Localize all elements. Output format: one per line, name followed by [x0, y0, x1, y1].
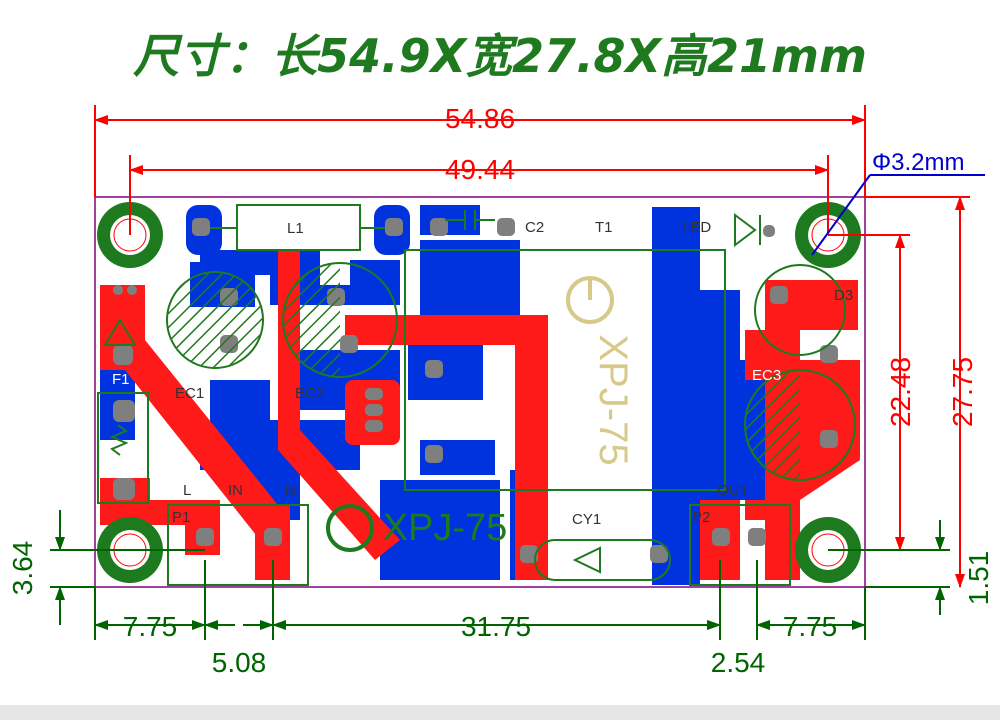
brand-logo: XPJ-75 XPJ-75: [326, 276, 635, 552]
dim-mid-span: 31.75: [461, 611, 531, 642]
dim-right-height: 1.51: [963, 551, 994, 606]
label-n: N: [285, 482, 296, 499]
dim-hole-vertical: 22.48: [885, 357, 916, 427]
label-p1: P1: [172, 509, 190, 526]
capacitor-hatching: [167, 263, 800, 480]
label-ec2: EC2: [295, 385, 324, 402]
label-ec3: EC3: [752, 367, 781, 384]
dim-hole-spacing: 49.44: [445, 154, 515, 185]
label-cy1: CY1: [572, 511, 601, 528]
dim-pin-pitch-out: 2.54: [711, 647, 766, 678]
label-in: IN: [228, 482, 243, 499]
label-t1: T1: [595, 219, 613, 236]
dim-overall-width: 27.75: [947, 357, 978, 427]
hole-diameter-callout: Φ3.2mm: [811, 149, 985, 256]
label-l: L: [183, 482, 191, 499]
label-c2: C2: [525, 219, 544, 236]
dim-hole-diameter: Φ3.2mm: [872, 149, 965, 176]
brand-horizontal-label: XPJ-75: [383, 507, 508, 549]
label-ec1: EC1: [175, 385, 204, 402]
dim-pin-pitch-in: 5.08: [212, 647, 267, 678]
label-f1: F1: [112, 371, 130, 388]
dim-left-height: 3.64: [7, 541, 38, 596]
label-d3: D3: [834, 287, 853, 304]
green-dimensions: [50, 510, 950, 640]
dim-right-offset: 7.75: [783, 611, 838, 642]
label-out: OUT: [717, 482, 749, 499]
dim-overall-length: 54.86: [445, 103, 515, 134]
red-dimensions: [94, 105, 970, 588]
label-l1: L1: [287, 220, 304, 237]
bottom-band: [0, 705, 1000, 720]
page-title: 尺寸：长54.9X宽27.8X高21mm: [133, 29, 867, 83]
label-p2: P2: [692, 509, 710, 526]
brand-vertical-label: XPJ-75: [591, 334, 635, 465]
dim-left-offset: 7.75: [123, 611, 178, 642]
label-led: LED: [682, 219, 711, 236]
